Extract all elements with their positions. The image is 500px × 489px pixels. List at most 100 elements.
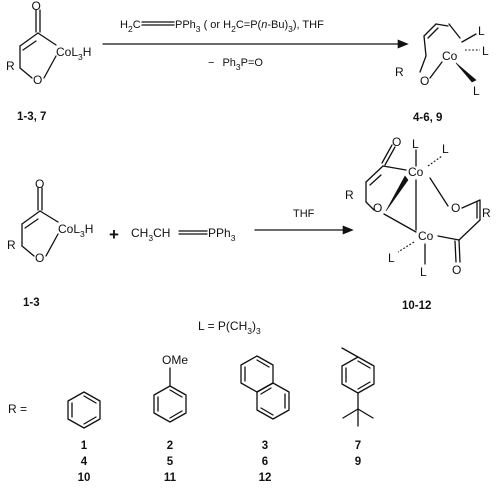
atom-oxygen: O [35, 177, 44, 191]
bond [381, 144, 393, 164]
compound-number: 2 [167, 440, 173, 452]
bond [461, 33, 477, 43]
reaction-1-arrow: H2C PPh3 ( or H2C=P(n-Bu)3), THF −Ph3P=O [102, 19, 409, 72]
ligand-definition: L = P(CH3)3 [198, 319, 261, 336]
ylide-carbon: CH3CH [131, 226, 170, 243]
naphthyl-structure [240, 355, 290, 420]
atom-cobalt: Co [418, 229, 434, 243]
atom-oxygen: O [392, 135, 401, 149]
ligand-l: L [482, 44, 489, 58]
bond [419, 55, 427, 73]
reactant-cobalt-chelate-2: O O CoL3H R [7, 177, 93, 265]
compound-numbers: 1-3 [23, 297, 40, 309]
ligand-l: L [442, 142, 449, 156]
reactant-cobalt-chelate-1: O O CoL3H R [6, 0, 91, 87]
methoxy-group: OMe [162, 353, 188, 367]
bond [83, 416, 97, 425]
compound-number: 1 [81, 440, 88, 452]
atom-oxygen: O [452, 263, 461, 277]
bond [437, 235, 460, 241]
bond [423, 35, 427, 57]
bond [21, 245, 35, 257]
bond [341, 347, 359, 358]
bond [342, 408, 359, 419]
bond [384, 146, 396, 166]
bond [21, 210, 41, 225]
reagent-ylide-phosphorus: PPh3 ( or H2C=P(n-Bu)3), THF [175, 19, 324, 34]
reagent-ethylidene-ylide: CH3CH PPh3 [131, 226, 236, 243]
compound-number: 10 [78, 472, 91, 484]
product-cobaltacycle-4: O Co R L L L [395, 23, 489, 98]
metal-fragment: CoL3H [58, 222, 93, 239]
bond [169, 389, 183, 398]
reaction-2: O O CoL3H R + CH3CH PPh3 THF [7, 135, 491, 312]
bond [458, 239, 461, 263]
bond [385, 175, 409, 212]
bond [83, 395, 97, 404]
compound-number: 3 [262, 440, 268, 452]
bond [357, 381, 371, 390]
legend-numbers-3: 3 6 12 [259, 440, 272, 484]
bond [39, 210, 59, 223]
atom-oxygen: O [420, 74, 429, 88]
ylide-phosphorus: PPh3 [208, 226, 236, 243]
ligand-l: L [473, 84, 480, 98]
r-equals-label: R = [8, 402, 27, 416]
compound-number: 11 [164, 472, 177, 484]
reaction-arrow-head [397, 39, 409, 49]
byproduct: −Ph3P=O [208, 57, 263, 72]
bond [448, 23, 461, 39]
substituent-legend: L = P(CH3)3 R = OMe [8, 319, 375, 484]
reaction-2-arrow: THF [254, 208, 354, 235]
compound-number: 9 [355, 456, 361, 468]
compound-number: 4 [81, 456, 88, 468]
tert-butyltolyl-structure [341, 347, 375, 427]
bond [455, 62, 477, 83]
bond [365, 201, 375, 211]
methoxyphenyl-structure: OMe [153, 353, 188, 423]
atom-cobalt: Co [442, 49, 458, 63]
plus-sign: + [109, 225, 119, 244]
atom-oxygen: O [451, 201, 460, 215]
compound-number: 12 [259, 472, 272, 484]
bond [427, 27, 439, 39]
solvent-label: THF [293, 208, 315, 220]
bond [19, 67, 33, 79]
atom-oxygen: O [35, 251, 44, 265]
bond [461, 199, 481, 209]
legend-numbers-1: 1 4 10 [78, 440, 91, 484]
compound-numbers: 4-6, 9 [413, 112, 442, 124]
reaction-arrow-head [342, 225, 354, 235]
bond [260, 407, 274, 416]
product-dicobalt-dimer-10: O O R Co L L O O R Co [345, 135, 491, 279]
bond [427, 155, 443, 167]
bond [382, 165, 407, 171]
bond [429, 177, 449, 207]
bond [341, 356, 375, 394]
atom-cobalt: Co [408, 165, 424, 179]
bond [435, 23, 449, 27]
bond [240, 355, 274, 393]
bond [260, 387, 272, 395]
atom-oxygen: O [373, 201, 382, 215]
ligand-l: L [478, 24, 485, 38]
bond [19, 32, 39, 47]
bond [357, 360, 371, 369]
substituent-r: R [7, 238, 16, 252]
ligand-l: L [412, 137, 419, 151]
bond [458, 219, 481, 241]
legend-numbers-4: 7 9 [355, 440, 361, 468]
ligand-l: L [388, 251, 395, 265]
compound-numbers: 10-12 [402, 300, 431, 312]
compound-numbers: 1-3, 7 [17, 111, 46, 123]
bond [397, 241, 415, 253]
benzene-structure [67, 391, 101, 429]
bond [383, 213, 417, 233]
bond [429, 61, 443, 79]
bond [256, 382, 290, 420]
bond [67, 391, 101, 429]
bond [365, 165, 384, 183]
reagent-ylide: H2C [120, 19, 141, 34]
substituent-r: R [482, 206, 491, 220]
